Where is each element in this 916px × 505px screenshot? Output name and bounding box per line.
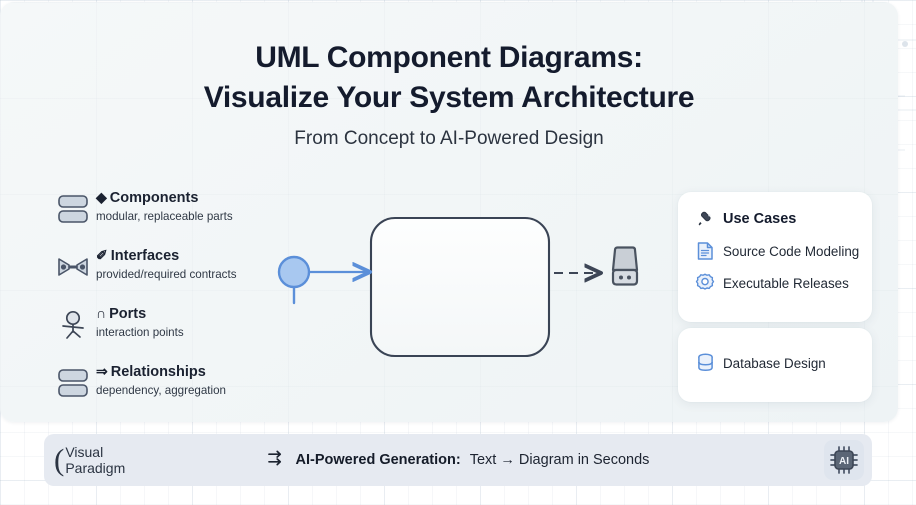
feature-item-components: ◆Components modular, replaceable parts xyxy=(52,188,267,228)
robot-icon[interactable] xyxy=(611,246,639,286)
use-case-item-database-design[interactable]: Database Design xyxy=(678,328,872,374)
use-cases-card-header-label: Use Cases xyxy=(723,211,797,227)
ai-chip-icon: AI xyxy=(830,446,858,474)
ai-chip-badge[interactable]: AI xyxy=(824,440,864,480)
use-case-item-source-code-modeling[interactable]: Source Code Modeling xyxy=(678,230,872,262)
use-cases-card: Use Cases Source Code Modeling xyxy=(678,192,872,322)
feature-text: ∩Ports interaction points xyxy=(94,304,184,340)
logo-line-2: Paradigm xyxy=(65,460,126,476)
footer-bar: ( Visual Paradigm AI-Powered Generation:… xyxy=(44,434,872,486)
feature-description: provided/required contracts xyxy=(96,268,237,281)
page-subtitle: From Concept to AI-Powered Design xyxy=(294,128,604,149)
lollipop-interface-icon[interactable] xyxy=(277,255,311,305)
database-card: Database Design xyxy=(678,328,872,402)
gear-icon xyxy=(694,272,716,294)
visual-paradigm-logo[interactable]: ( Visual Paradigm xyxy=(54,439,125,481)
ball-and-socket-icon xyxy=(52,246,94,286)
feature-description: interaction points xyxy=(96,326,184,339)
component-diagram xyxy=(268,207,658,372)
feature-bullet-glyph: ✐ xyxy=(96,247,108,263)
use-cases-card-header: Use Cases xyxy=(678,192,872,230)
stacked-rectangles-icon xyxy=(52,362,94,402)
logo-arc-mark: ( xyxy=(54,441,65,477)
pen-icon xyxy=(694,208,716,230)
title-block: UML Component Diagrams: Visualize Your S… xyxy=(0,38,898,151)
ai-chip-label: AI xyxy=(839,456,849,467)
feature-text: ◆Components modular, replaceable parts xyxy=(94,188,233,224)
logo-wordmark: Visual Paradigm xyxy=(65,444,125,476)
feature-title-label: Components xyxy=(109,190,199,206)
page-title-line-1: UML Component Diagrams: xyxy=(255,41,643,74)
feature-description: dependency, aggregation xyxy=(96,384,226,397)
feature-title-label: Interfaces xyxy=(110,248,180,264)
feature-bullet-glyph: ∩ xyxy=(96,305,107,321)
feature-title: ◆Components xyxy=(96,188,233,207)
logo-line-1: Visual xyxy=(65,444,104,460)
document-icon xyxy=(694,240,716,262)
use-case-item-label: Executable Releases xyxy=(723,275,849,291)
feature-text: ✐Interfaces provided/required contracts xyxy=(94,246,237,282)
feature-bullet-glyph: ◆ xyxy=(96,189,107,205)
use-case-item-label: Database Design xyxy=(723,355,826,371)
feature-item-relationships: ⇒Relationships dependency, aggregation xyxy=(52,362,267,402)
component-box[interactable] xyxy=(369,216,551,358)
feature-title-label: Ports xyxy=(109,306,147,322)
actor-icon xyxy=(52,304,94,344)
footer-headline: AI-Powered Generation: xyxy=(295,452,461,468)
feature-description: modular, replaceable parts xyxy=(96,210,233,223)
page-title-line-2: Visualize Your System Architecture xyxy=(203,81,695,114)
feature-item-ports: ∩Ports interaction points xyxy=(52,304,267,344)
slide-card: UML Component Diagrams: Visualize Your S… xyxy=(0,2,898,422)
feature-text: ⇒Relationships dependency, aggregation xyxy=(94,362,226,398)
database-icon xyxy=(694,352,716,374)
feature-title-label: Relationships xyxy=(110,364,206,380)
transform-arrows-icon xyxy=(267,448,287,473)
stacked-rectangles-icon xyxy=(52,188,94,228)
feature-bullet-glyph: ⇒ xyxy=(96,363,108,379)
feature-item-interfaces: ✐Interfaces provided/required contracts xyxy=(52,246,267,286)
feature-list: ◆Components modular, replaceable parts ✐… xyxy=(52,188,267,402)
feature-title: ✐Interfaces xyxy=(96,246,237,265)
feature-title: ⇒Relationships xyxy=(96,362,226,381)
footer-message: AI-Powered Generation: Text → Diagram in… xyxy=(44,434,872,486)
use-case-item-executable-releases[interactable]: Executable Releases xyxy=(678,262,872,294)
footer-subtext: Text → Diagram in Seconds xyxy=(469,452,650,468)
use-case-item-label: Source Code Modeling xyxy=(723,243,860,259)
feature-title: ∩Ports xyxy=(96,304,184,323)
